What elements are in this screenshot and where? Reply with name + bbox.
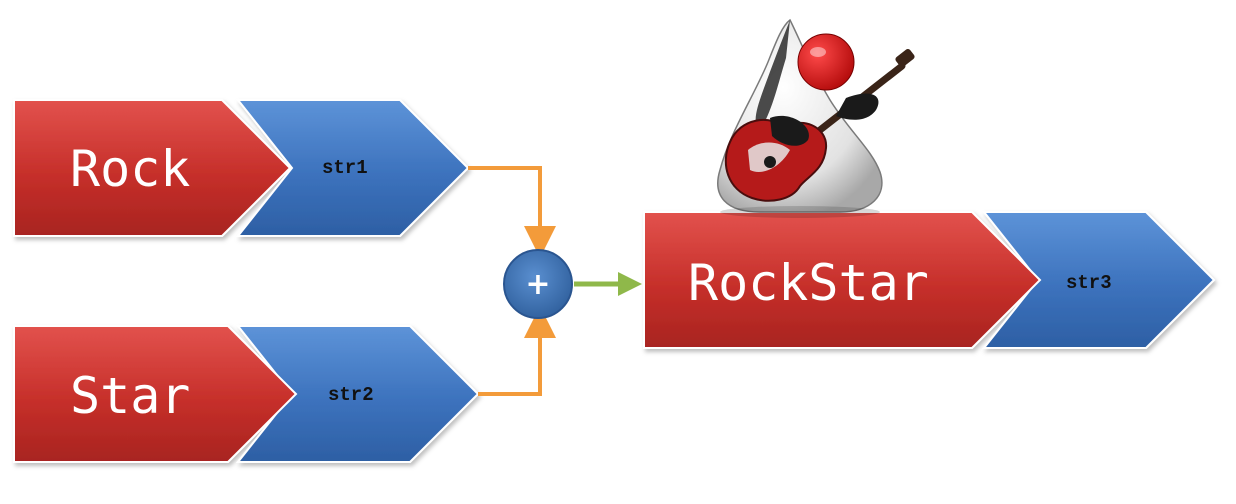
variable-label-str1: str1 <box>322 157 368 179</box>
connector-str2-to-plus <box>478 306 556 396</box>
value-arrow-rockstar <box>643 211 1042 349</box>
plus-operator-label: + <box>525 267 550 302</box>
variable-label-str3: str3 <box>1066 272 1112 294</box>
output-row-rockstar <box>643 211 1216 349</box>
value-label-rockstar: RockStar <box>688 254 929 312</box>
variable-arrow-str1 <box>235 99 470 237</box>
input-row-star <box>13 325 480 463</box>
value-arrow-rock <box>13 99 292 237</box>
connector-str1-to-plus <box>468 166 556 258</box>
value-label-star: Star <box>70 367 190 425</box>
result-arrow <box>574 272 642 296</box>
value-arrow-star <box>13 325 298 463</box>
value-label-rock: Rock <box>70 140 190 198</box>
variable-label-str2: str2 <box>328 384 374 406</box>
input-row-rock <box>13 99 470 237</box>
duke-guitar-mascot-icon <box>717 18 915 218</box>
plus-operator-circle <box>503 249 573 319</box>
